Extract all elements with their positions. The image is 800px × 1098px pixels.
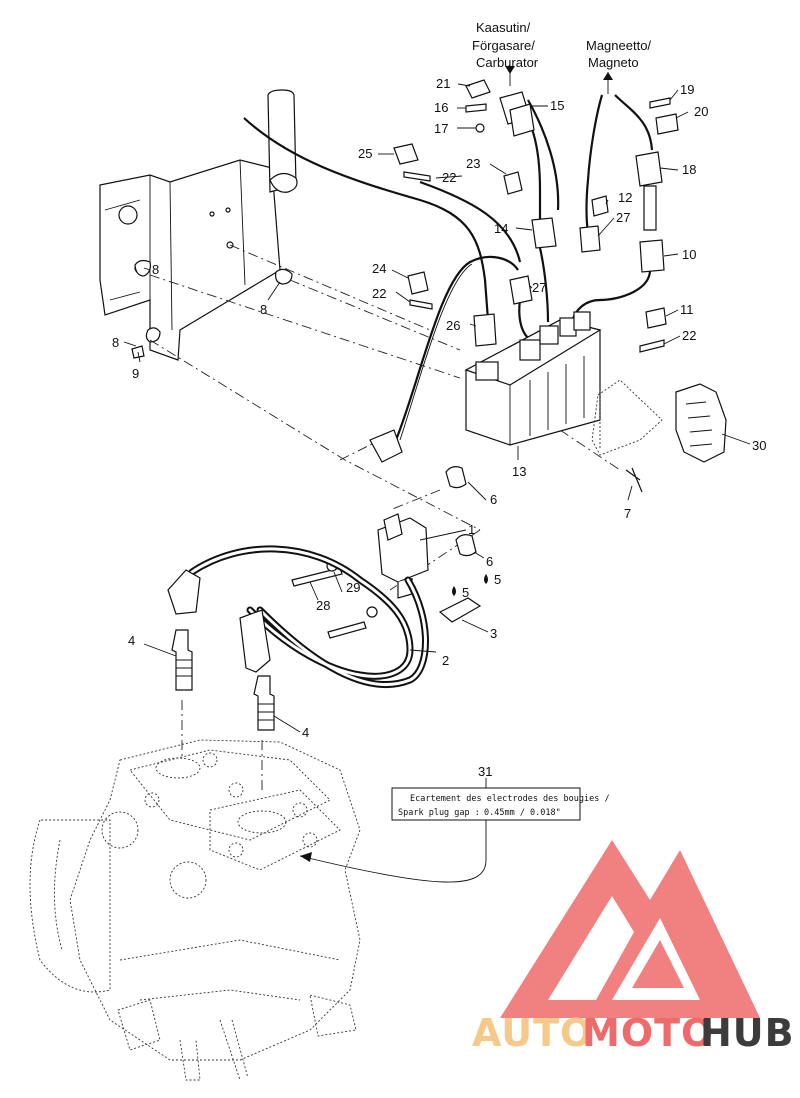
callout-28: 28	[316, 598, 330, 613]
svg-text:Förgasare/: Förgasare/	[472, 38, 535, 53]
callout-12: 12	[618, 190, 632, 205]
callout-16: 16	[434, 100, 448, 115]
lubricant-drop-icon	[452, 574, 488, 596]
callout-22a: 22	[442, 170, 456, 185]
callout-22b: 22	[372, 286, 386, 301]
callout-30: 30	[752, 438, 766, 453]
callout-4a: 4	[128, 633, 135, 648]
ignition-coil	[291, 429, 482, 639]
svg-text:Kaasutin/: Kaasutin/	[476, 20, 531, 35]
callout-5a: 5	[462, 585, 469, 600]
svg-text:Magneetto/: Magneetto/	[586, 38, 651, 53]
callout-31: 31	[478, 764, 492, 779]
callout-18: 18	[682, 162, 696, 177]
callout-5b: 5	[494, 572, 501, 587]
module-bracket	[591, 379, 663, 493]
svg-text:HUB: HUB	[700, 1011, 795, 1055]
callout-25: 25	[358, 146, 372, 161]
callout-27a: 27	[532, 280, 546, 295]
cdi-module	[464, 311, 602, 446]
callout-11: 11	[680, 302, 694, 317]
note-line-2-label: Spark plug gap :	[398, 808, 480, 818]
callout-6b: 6	[486, 554, 493, 569]
callout-labels: 1 2 3 4 4 5 5 6 6 7 8 8 8 9 10 11 12 13 …	[112, 76, 766, 779]
small-parts	[393, 79, 679, 353]
callout-23: 23	[466, 156, 480, 171]
watermark-logo-icon	[500, 840, 760, 1018]
mounting-bracket	[99, 89, 298, 361]
spark-plug-cables	[167, 545, 429, 689]
svg-text:AUTO: AUTO	[472, 1011, 593, 1055]
callout-27b: 27	[616, 210, 630, 225]
engine-outline	[29, 739, 361, 1081]
callout-7: 7	[624, 506, 631, 521]
callout-8b: 8	[260, 302, 267, 317]
callout-14: 14	[494, 221, 508, 236]
callout-6a: 6	[490, 492, 497, 507]
callout-22c: 22	[682, 328, 696, 343]
callout-26: 26	[446, 318, 460, 333]
note-line-2-value: 0.45mm / 0.018"	[484, 808, 561, 818]
callout-17: 17	[434, 121, 448, 136]
callout-8c: 8	[112, 335, 119, 350]
magneto-header: Magneetto/ Magneto	[586, 38, 651, 94]
svg-text:Carburator: Carburator	[476, 55, 539, 70]
note-line-1: Ecartement des electrodes des bougies /	[410, 794, 610, 804]
callout-15: 15	[550, 98, 564, 113]
callout-13: 13	[512, 464, 526, 479]
spark-plug-gap-note: Ecartement des electrodes des bougies / …	[391, 787, 610, 821]
callout-24: 24	[372, 261, 386, 276]
svg-text:MOTO: MOTO	[582, 1011, 714, 1055]
callout-1: 1	[468, 522, 475, 537]
callout-19: 19	[680, 82, 694, 97]
spark-plugs	[171, 629, 275, 731]
rubber-mount	[675, 383, 727, 463]
callout-29: 29	[346, 580, 360, 595]
leader-lines	[123, 83, 751, 883]
callout-10: 10	[682, 247, 696, 262]
carburator-header: Kaasutin/ Förgasare/ Carburator	[472, 20, 539, 86]
callout-21: 21	[436, 76, 450, 91]
svg-text:Magneto: Magneto	[588, 55, 639, 70]
watermark-logo-text: AUTO MOTO HUB	[472, 1011, 795, 1055]
wiring	[243, 94, 654, 441]
callout-4b: 4	[302, 725, 309, 740]
callout-8a: 8	[152, 262, 159, 277]
assembly-lines	[149, 244, 621, 790]
callout-20: 20	[694, 104, 708, 119]
callout-9: 9	[132, 366, 139, 381]
callout-2: 2	[442, 653, 449, 668]
callout-3: 3	[490, 626, 497, 641]
